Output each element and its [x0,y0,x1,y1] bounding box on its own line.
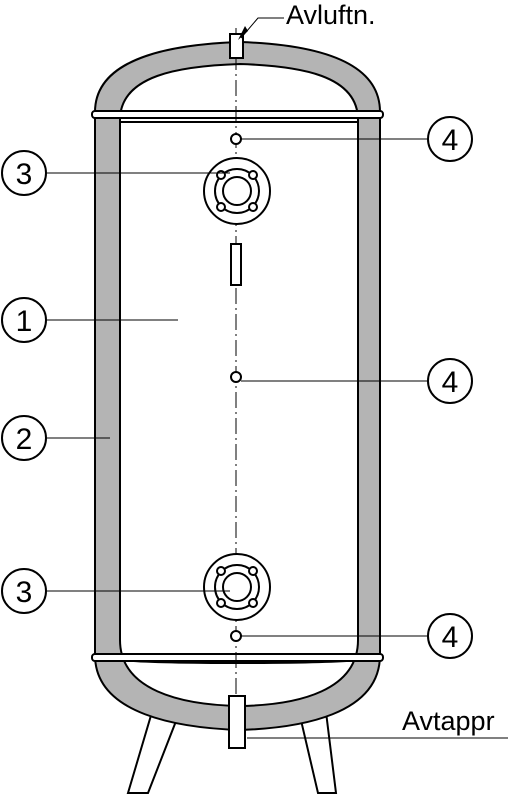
callout-number-3-lower: 3 [16,576,33,609]
callout-circles [1,116,473,659]
upper-seam-band [91,110,384,119]
seam-bands [91,110,384,662]
leader-lines [46,138,508,739]
vent-leader [238,17,284,40]
lower-flange [203,553,271,621]
left-leg [126,710,180,794]
callout-number-4-lower: 4 [442,621,459,654]
vent-label: Avluftn. [286,0,376,30]
lower-sensor-port [230,630,242,642]
callout-number-4-upper: 4 [442,124,459,157]
callout-number-2: 2 [16,423,33,456]
callout-number-1: 1 [16,305,33,338]
callout-circle-2 [1,415,47,461]
middle-sensor-port [230,371,242,383]
callout-circle-3-lower [1,568,47,614]
upper-flange [203,157,271,225]
callout-circle-4-middle [427,358,473,404]
callout-circle-1 [1,297,47,343]
lower-seam-band [91,653,384,662]
callout-numbers: 3 1 2 3 4 4 4 [16,124,459,654]
sight-glass [230,243,242,286]
sensor-ports [230,133,242,642]
callout-circle-4-upper [427,116,473,162]
tank-interior [119,62,359,708]
callout-circle-4-lower [427,613,473,659]
right-leg [298,710,338,794]
callout-number-3-upper: 3 [16,158,33,191]
callout-number-4-middle: 4 [442,366,459,399]
callout-circle-3-upper [1,150,47,196]
drain-pipe [228,695,246,749]
upper-sensor-port [230,133,242,145]
drain-label: Avtappr [402,706,495,736]
vent-pipe [229,33,244,59]
